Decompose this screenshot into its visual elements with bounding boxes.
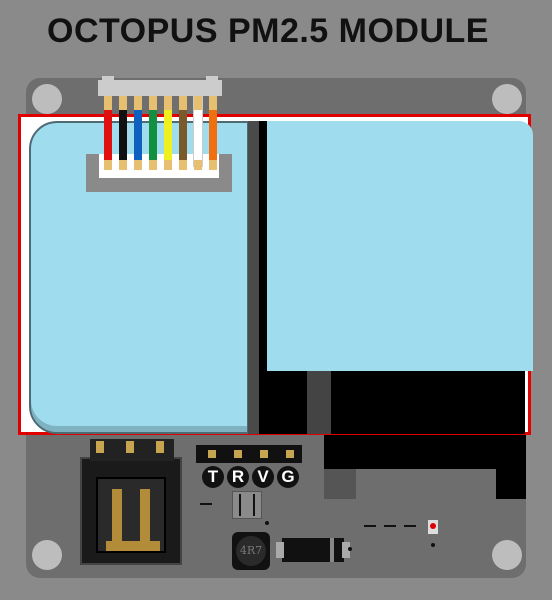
pin-label-v: V [252, 466, 274, 488]
wire-top-cap [104, 96, 112, 110]
wire-header [98, 76, 222, 96]
wire-2 [134, 96, 142, 166]
smd-lead [239, 494, 241, 516]
title-bar: OCTOPUS PM2.5 MODULE [0, 0, 552, 72]
mount-hole-bottom-right [492, 540, 522, 570]
sensor-gap [307, 371, 331, 434]
sensor-divider [248, 121, 262, 434]
pin-header-4[interactable] [196, 445, 302, 463]
header-pin [260, 450, 268, 458]
header-pin [234, 450, 242, 458]
wire-7 [209, 96, 217, 166]
silkscreen-dash [404, 525, 416, 527]
connector-pin [126, 441, 134, 453]
pin-label-g: G [277, 466, 299, 488]
wire-bottom-cap [209, 160, 217, 170]
smd-lead [253, 494, 255, 516]
sensor-base-block [324, 435, 526, 469]
wire-1 [119, 96, 127, 166]
silkscreen-dot [265, 521, 269, 525]
header-ear-left [102, 76, 114, 84]
silkscreen-mark [200, 503, 212, 505]
mount-hole-top-right [492, 84, 522, 114]
connector-pin [96, 441, 104, 453]
diode-lead-right [342, 542, 350, 558]
wire-bottom-cap [119, 160, 127, 170]
diode-lead-left [276, 542, 284, 558]
diode-band [330, 538, 334, 562]
smd-component [232, 491, 262, 519]
sensor-base-pad [324, 469, 356, 499]
pin-label-r: R [227, 466, 249, 488]
silkscreen-dot [348, 547, 352, 551]
inductor: 4R7 [232, 532, 270, 570]
wire-top-cap [149, 96, 157, 110]
wire-bottom-cap [164, 160, 172, 170]
wire-6 [194, 96, 202, 166]
connector-prong-b [140, 489, 150, 547]
header-pin [208, 450, 216, 458]
sensor-base-foot [496, 469, 526, 499]
wire-top-cap [134, 96, 142, 110]
wire-4 [164, 96, 172, 166]
wire-top-cap [194, 96, 202, 110]
power-connector[interactable] [80, 439, 182, 565]
diode [276, 538, 350, 562]
inductor-marking: 4R7 [236, 536, 266, 566]
wire-bottom-cap [194, 160, 202, 170]
connector-pin [156, 441, 164, 453]
header-pin [286, 450, 294, 458]
connector-prong-a [112, 489, 122, 547]
sensor-right-chamber [259, 121, 533, 371]
wire-bottom-cap [179, 160, 187, 170]
connector-slot [96, 477, 166, 553]
pin-label-t: T [202, 466, 224, 488]
wire-top-cap [179, 96, 187, 110]
page-title: OCTOPUS PM2.5 MODULE [47, 12, 489, 50]
wire-top-cap [209, 96, 217, 110]
connector-base [106, 541, 160, 551]
wire-top-cap [119, 96, 127, 110]
wire-bottom-cap [149, 160, 157, 170]
wire-bottom-cap [134, 160, 142, 170]
silkscreen-dot [431, 543, 435, 547]
status-led [428, 520, 438, 534]
wire-3 [149, 96, 157, 166]
wire-top-cap [164, 96, 172, 110]
led-dot [430, 523, 436, 529]
wire-bottom-cap [104, 160, 112, 170]
header-ear-right [206, 76, 218, 84]
silkscreen-dash [384, 525, 396, 527]
silkscreen-dash [364, 525, 376, 527]
mount-hole-top-left [32, 84, 62, 114]
sensor-lower-block [259, 371, 525, 434]
mount-hole-bottom-left [32, 540, 62, 570]
wire-5 [179, 96, 187, 166]
wire-0 [104, 96, 112, 166]
